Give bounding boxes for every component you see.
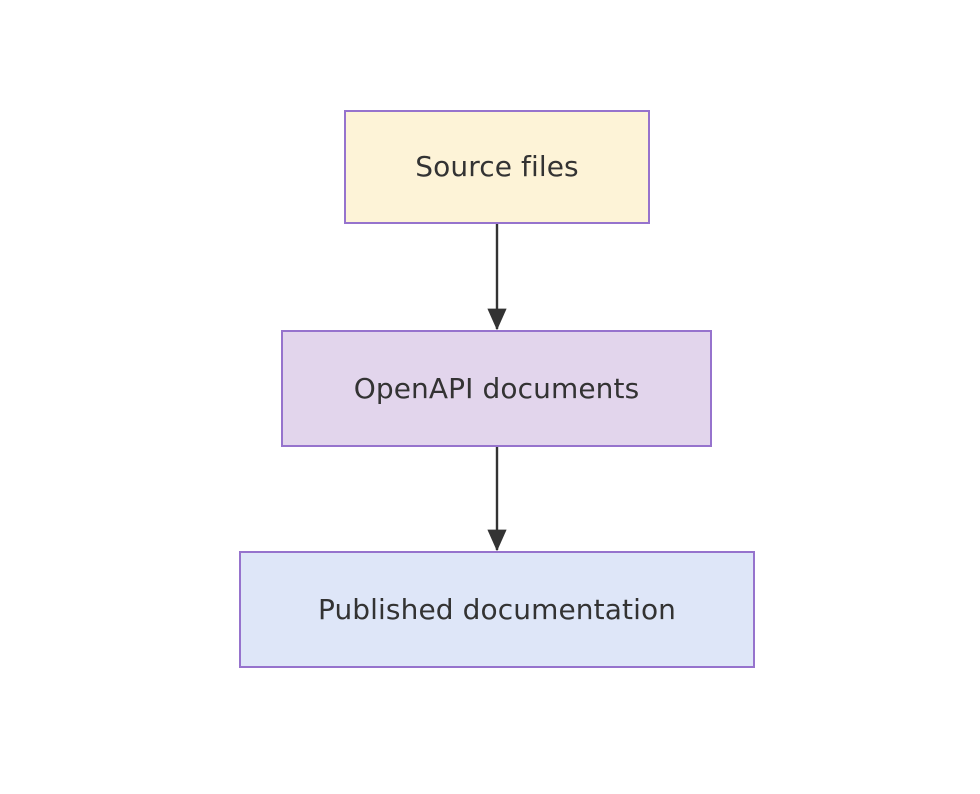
node-openapi-documents[interactable]: OpenAPI documents xyxy=(281,330,712,447)
node-source-files-label: Source files xyxy=(415,150,579,184)
node-published-documentation[interactable]: Published documentation xyxy=(239,551,755,668)
node-source-files[interactable]: Source files xyxy=(344,110,650,224)
node-published-documentation-label: Published documentation xyxy=(317,592,677,626)
node-openapi-documents-label: OpenAPI documents xyxy=(353,371,640,405)
